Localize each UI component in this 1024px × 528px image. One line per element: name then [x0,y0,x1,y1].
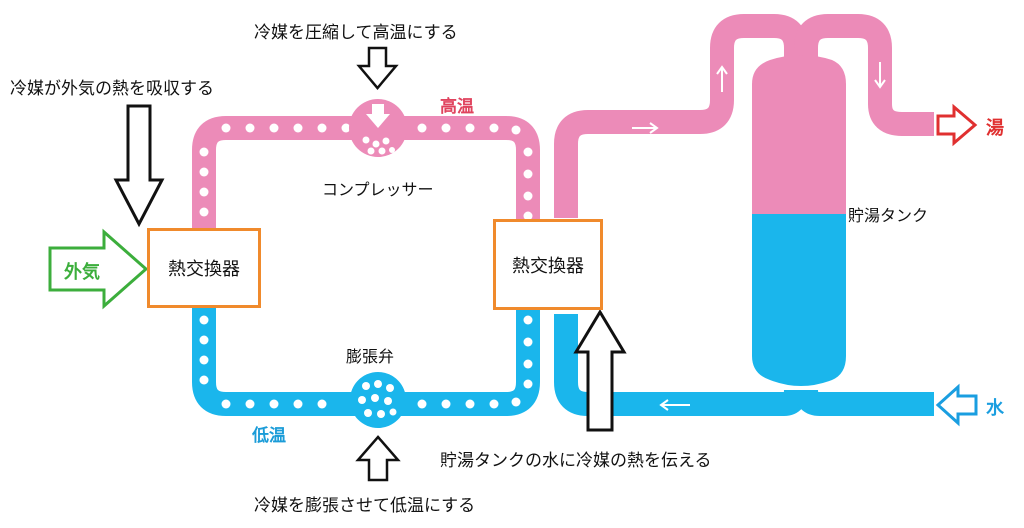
expansion-valve-label: 膨張弁 [346,347,395,366]
heat-exchanger-right: 熱交換器 [493,219,603,310]
storage-tank [752,55,846,386]
water-label: 水 [986,398,1004,419]
low-temp-label: 低温 [252,426,286,446]
hot-water-arrow [936,103,978,147]
down-arrow-icon [356,46,399,90]
hot-water-label: 湯 [986,118,1004,139]
absorb-caption: 冷媒が外気の熱を吸収する [10,79,214,99]
flow-arrows [632,62,886,411]
refrigerant-dots [199,123,533,409]
outside-air-arrow [48,228,149,310]
tank-label: 貯湯タンク [848,206,929,225]
up-arrow-icon [355,435,401,482]
outside-air-label: 外気 [64,262,100,283]
compressor-label: コンプレッサー [322,180,434,199]
expansion-caption: 冷媒を膨張させて低温にする [254,496,476,516]
compressor [349,99,407,157]
expansion-valve [350,372,406,428]
compressor-caption: 冷媒を圧縮して高温にする [254,23,458,43]
down-arrow-icon [113,104,165,228]
up-arrow-icon [573,309,627,432]
heat-exchanger-left: 熱交換器 [147,228,261,308]
high-temp-label: 高温 [440,97,474,117]
hot-water-outlet-pipe [794,14,934,136]
water-inlet-arrow [935,383,978,427]
cold-water-inlet-pipe [794,389,934,416]
transfer-caption: 貯湯タンクの水に冷媒の熱を伝える [440,451,712,471]
